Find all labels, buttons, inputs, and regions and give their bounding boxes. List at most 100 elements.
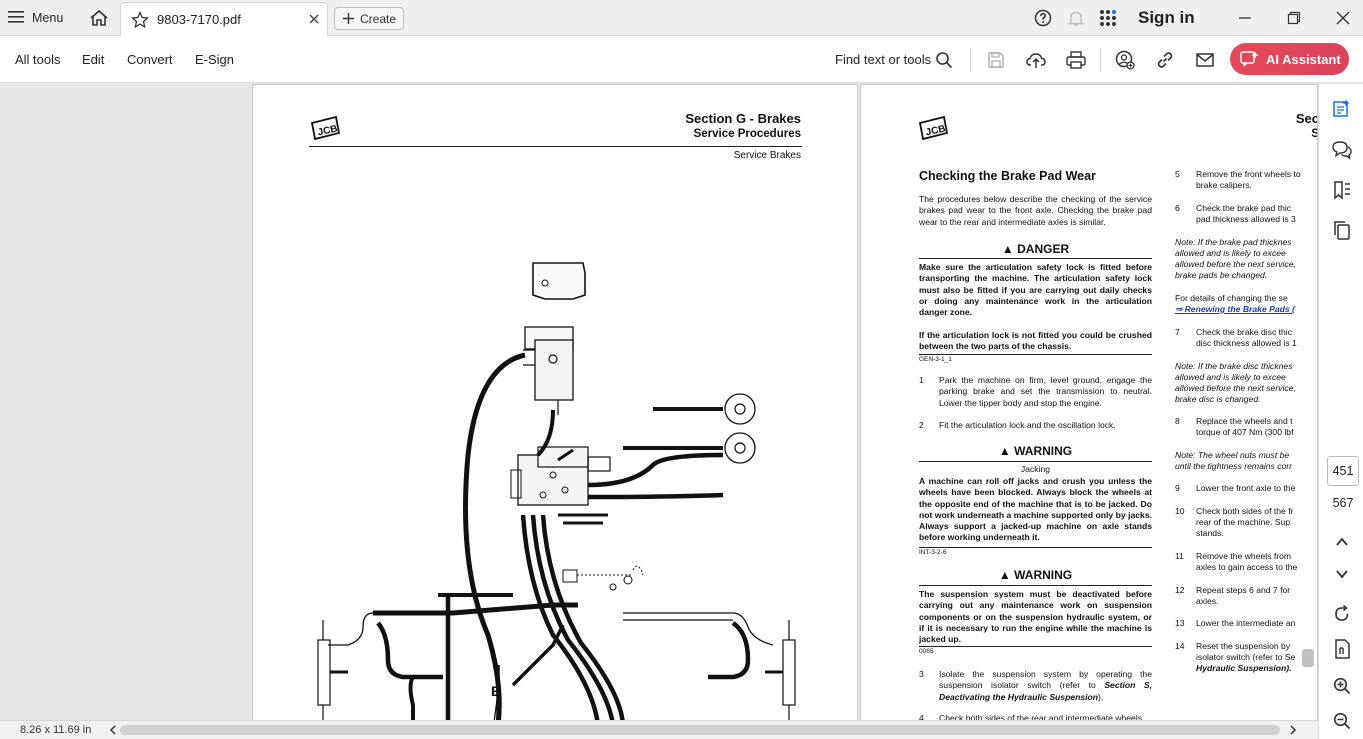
tab-title: 9803-7170.pdf — [157, 12, 241, 27]
bookmarks-panel-button[interactable] — [1330, 178, 1354, 202]
email-button[interactable] — [1194, 49, 1216, 71]
scroll-left-icon[interactable] — [108, 725, 118, 735]
svg-text:JCB: JCB — [925, 124, 947, 139]
create-label: Create — [360, 11, 397, 26]
renewing-brake-pads-link[interactable]: ⇒ Renewing the Brake Pads ( — [1175, 304, 1295, 314]
warning-reference: INT-3-2-6 — [919, 549, 947, 556]
horizontal-scrollbar[interactable] — [120, 725, 1280, 735]
home-button[interactable] — [86, 6, 112, 30]
warning-subtitle: Jacking — [1020, 464, 1051, 474]
zoom-in-icon — [1333, 677, 1351, 695]
close-icon — [1336, 11, 1350, 25]
step-number: 7 — [1175, 327, 1180, 337]
print-button[interactable] — [1065, 49, 1087, 71]
pages-panel-button[interactable] — [1330, 218, 1354, 242]
current-page-input[interactable]: 451 — [1327, 456, 1359, 486]
star-icon[interactable] — [131, 11, 149, 29]
bookmark-icon — [1334, 181, 1350, 200]
pdf-page-left: JCB Section G - Brakes Service Procedure… — [252, 84, 858, 724]
step-number: 3 — [919, 669, 924, 679]
scroll-right-icon[interactable] — [1288, 725, 1298, 735]
edit-pdf-icon — [1333, 99, 1350, 117]
save-button[interactable] — [985, 49, 1007, 71]
rotate-button[interactable] — [1330, 602, 1354, 626]
header-rule — [309, 146, 802, 147]
menu-button[interactable]: Menu — [8, 6, 63, 30]
step-text: Check the brake pad thic — [1196, 203, 1292, 213]
ai-assistant-label: AI Assistant — [1266, 51, 1341, 67]
edit-pdf-panel-button[interactable] — [1330, 96, 1354, 120]
warning2-bottom-rule — [919, 646, 1152, 647]
step-text: isolator switch (refer to Se — [1196, 652, 1296, 662]
notifications-button[interactable] — [1065, 7, 1087, 29]
step-number: 14 — [1175, 641, 1185, 651]
procedure-heading: Checking the Brake Pad Wear — [919, 169, 1096, 183]
restore-button[interactable] — [1279, 6, 1309, 30]
toolbar-divider — [1100, 48, 1101, 72]
minimize-button[interactable] — [1230, 6, 1260, 30]
search-icon — [936, 52, 953, 69]
zoom-out-icon — [1333, 712, 1351, 730]
step-number: 8 — [1175, 416, 1180, 426]
save-icon — [988, 52, 1004, 68]
details-text: For details of changing the se — [1175, 293, 1288, 303]
page-view-button[interactable] — [1330, 637, 1354, 661]
note-text: allowed before the next service, — [1175, 383, 1296, 393]
danger-title: DANGER — [1017, 242, 1070, 256]
warning2-reference: 0065 — [919, 648, 934, 655]
svg-text:JCB: JCB — [317, 124, 339, 139]
document-tab[interactable]: 9803-7170.pdf — [120, 2, 328, 36]
step-number: 12 — [1175, 585, 1185, 595]
warning-triangle-icon: ▲ — [998, 444, 1011, 458]
step-text: brake calipers. — [1196, 180, 1252, 190]
zoom-in-button[interactable] — [1330, 674, 1354, 698]
previous-page-button[interactable] — [1330, 530, 1354, 554]
esign-menu[interactable]: E-Sign — [195, 52, 235, 67]
rotate-icon — [1335, 605, 1349, 621]
zoom-out-button[interactable] — [1330, 709, 1354, 733]
step-text: torque of 407 Nm (300 lbf — [1196, 427, 1294, 437]
note-text: allowed before the next service, — [1175, 259, 1296, 269]
step3-xref[interactable]: Section S, Deactivating the Hydraulic Su… — [939, 680, 1152, 702]
note-text: until the tightness remains corr — [1175, 461, 1293, 471]
all-tools-menu[interactable]: All tools — [15, 52, 61, 67]
step-text: Check both sides of the rear and interme… — [939, 713, 1143, 723]
step3-text-a: Isolate the suspension system by operati… — [939, 669, 1152, 691]
convert-menu[interactable]: Convert — [127, 52, 173, 67]
step-text: pad thickness allowed is 3 — [1196, 214, 1296, 224]
ai-assistant-button[interactable]: AI Assistant — [1230, 43, 1349, 75]
close-tab-icon[interactable] — [307, 12, 321, 26]
step-number: 4 — [919, 713, 924, 723]
step-text: rear of the machine. Sup — [1196, 517, 1291, 527]
upload-button[interactable] — [1025, 49, 1047, 71]
sign-in-link[interactable]: Sign in — [1138, 8, 1195, 27]
step-number: 2 — [919, 420, 924, 430]
danger-paragraph-1: Make sure the articulation safety lock i… — [919, 262, 1152, 318]
chevron-up-icon — [1336, 537, 1348, 546]
intro-paragraph: The procedures below describe the checki… — [919, 194, 1152, 227]
create-button[interactable]: Create — [334, 7, 404, 30]
step-number: 11 — [1175, 551, 1184, 561]
share-user-button[interactable] — [1114, 49, 1136, 71]
plus-icon — [343, 13, 354, 24]
next-page-button[interactable] — [1330, 562, 1354, 586]
apps-button[interactable] — [1097, 7, 1119, 29]
search-button[interactable] — [933, 49, 955, 71]
warning-triangle-icon: ▲ — [998, 568, 1011, 582]
section-title: Section G - Brakes — [685, 111, 801, 126]
close-window-button[interactable] — [1328, 6, 1358, 30]
restore-icon — [1287, 11, 1301, 25]
menu-label: Menu — [32, 11, 64, 25]
vertical-scrollbar-thumb[interactable] — [1302, 649, 1314, 667]
edit-menu[interactable]: Edit — [82, 52, 105, 67]
link-button[interactable] — [1154, 49, 1176, 71]
find-text-label[interactable]: Find text or tools — [835, 52, 932, 67]
step-text: Park the machine on firm, level ground, … — [939, 375, 1152, 408]
hamburger-icon — [8, 10, 24, 27]
document-viewer[interactable]: JCB Section G - Brakes Service Procedure… — [0, 84, 1318, 724]
section-subtitle: Service Procedures — [693, 128, 801, 140]
warning-bottom-rule — [919, 547, 1152, 548]
step-text: Remove the front wheels to — [1196, 169, 1301, 179]
comments-panel-button[interactable] — [1330, 138, 1354, 162]
help-button[interactable] — [1032, 7, 1054, 29]
